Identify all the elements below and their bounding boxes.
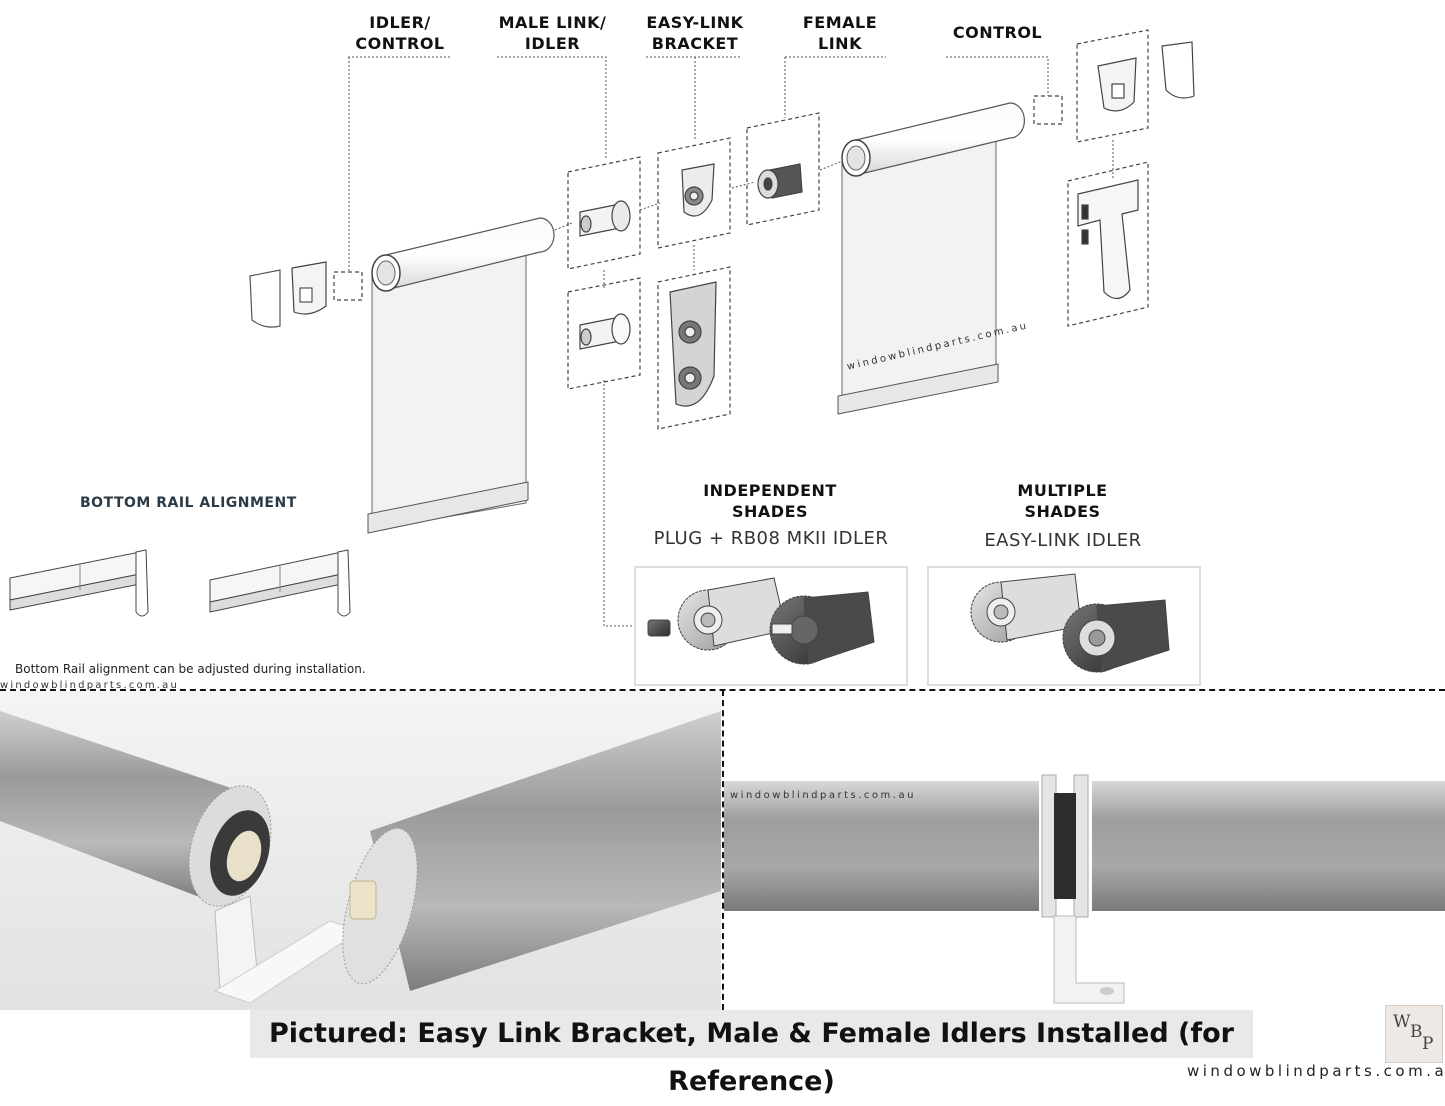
label-easy-link-line1: EASY-LINK — [635, 12, 755, 33]
wbp-logo: W B P — [1385, 1005, 1443, 1063]
bottom-rail-title: BOTTOM RAIL ALIGNMENT — [80, 495, 297, 511]
label-control: CONTROL — [940, 22, 1055, 43]
photo-easy-link-installed — [724, 691, 1445, 1010]
logo-letter-w: W — [1393, 1012, 1410, 1032]
site-url[interactable]: windowblindparts.com.au — [1187, 1062, 1445, 1080]
independent-title-line2: SHADES — [680, 501, 860, 522]
label-idler-control-line2: CONTROL — [340, 33, 460, 54]
easy-link-idler-illustration — [929, 568, 1199, 684]
label-male-link-line1: MALE LINK/ — [490, 12, 615, 33]
label-female-link-line1: FEMALE — [785, 12, 895, 33]
label-female-link-line2: LINK — [785, 33, 895, 54]
photo-easy-link-bracket-apart — [0, 691, 721, 1010]
plug-part — [648, 620, 670, 636]
label-easy-link-bracket: EASY-LINK BRACKET — [635, 12, 755, 54]
label-female-link: FEMALE LINK — [785, 12, 895, 54]
independent-title: INDEPENDENT SHADES — [680, 480, 860, 522]
multiple-title-line2: SHADES — [985, 501, 1140, 522]
independent-title-line1: INDEPENDENT — [680, 480, 860, 501]
logo-letter-p: P — [1422, 1034, 1433, 1054]
installed-photo-illustration — [724, 691, 1445, 1010]
independent-parts-box — [634, 566, 908, 686]
logo-letter-b: B — [1410, 1022, 1423, 1042]
plug-idler-illustration — [636, 568, 906, 684]
multiple-subtitle: EASY-LINK IDLER — [950, 530, 1176, 551]
independent-subtitle: PLUG + RB08 MKII IDLER — [630, 528, 912, 549]
label-easy-link-line2: BRACKET — [635, 33, 755, 54]
label-idler-control: IDLER/ CONTROL — [340, 12, 460, 54]
label-male-link-line2: IDLER — [490, 33, 615, 54]
multiple-title-line1: MULTIPLE — [985, 480, 1140, 501]
multiple-parts-box — [927, 566, 1201, 686]
photo-caption: Pictured: Easy Link Bracket, Male & Fema… — [250, 1010, 1253, 1058]
photo-watermark: windowblindparts.com.au — [730, 790, 916, 801]
multiple-title: MULTIPLE SHADES — [985, 480, 1140, 522]
label-idler-control-line1: IDLER/ — [340, 12, 460, 33]
label-male-link-idler: MALE LINK/ IDLER — [490, 12, 615, 54]
bottom-rail-note: Bottom Rail alignment can be adjusted du… — [15, 662, 366, 676]
bracket-photo-illustration — [0, 691, 721, 1010]
